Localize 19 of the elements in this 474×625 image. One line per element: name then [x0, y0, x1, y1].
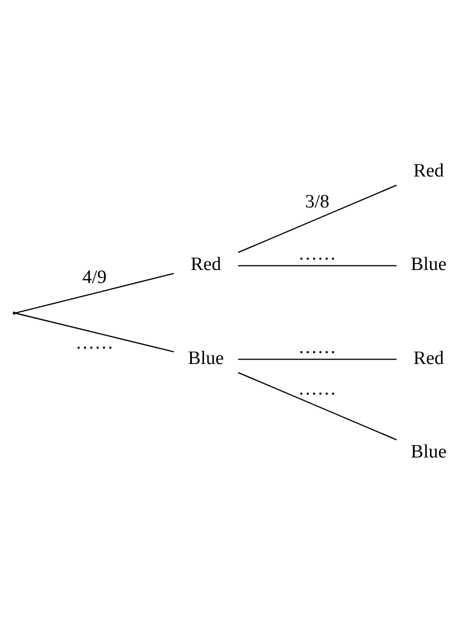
edge-label: …… [298, 378, 336, 400]
connector [238, 358, 396, 360]
node-text: Red [413, 160, 444, 182]
node-text: Red [190, 254, 222, 276]
connector [15, 312, 174, 352]
node-point [12, 312, 16, 315]
edge-label: 3/8 [305, 191, 330, 212]
edge-label: …… [298, 244, 336, 265]
connector [238, 184, 397, 254]
edge-label: 4/9 [82, 267, 107, 288]
connector [238, 265, 396, 266]
node-text: Red [413, 348, 444, 369]
connector [238, 372, 397, 440]
node-text: Blue [410, 254, 447, 276]
edge-label: …… [298, 337, 336, 358]
node-text: Blue [188, 348, 224, 369]
node-text: Blue [410, 441, 447, 462]
connector [15, 272, 174, 314]
edge-label: …… [76, 332, 114, 354]
